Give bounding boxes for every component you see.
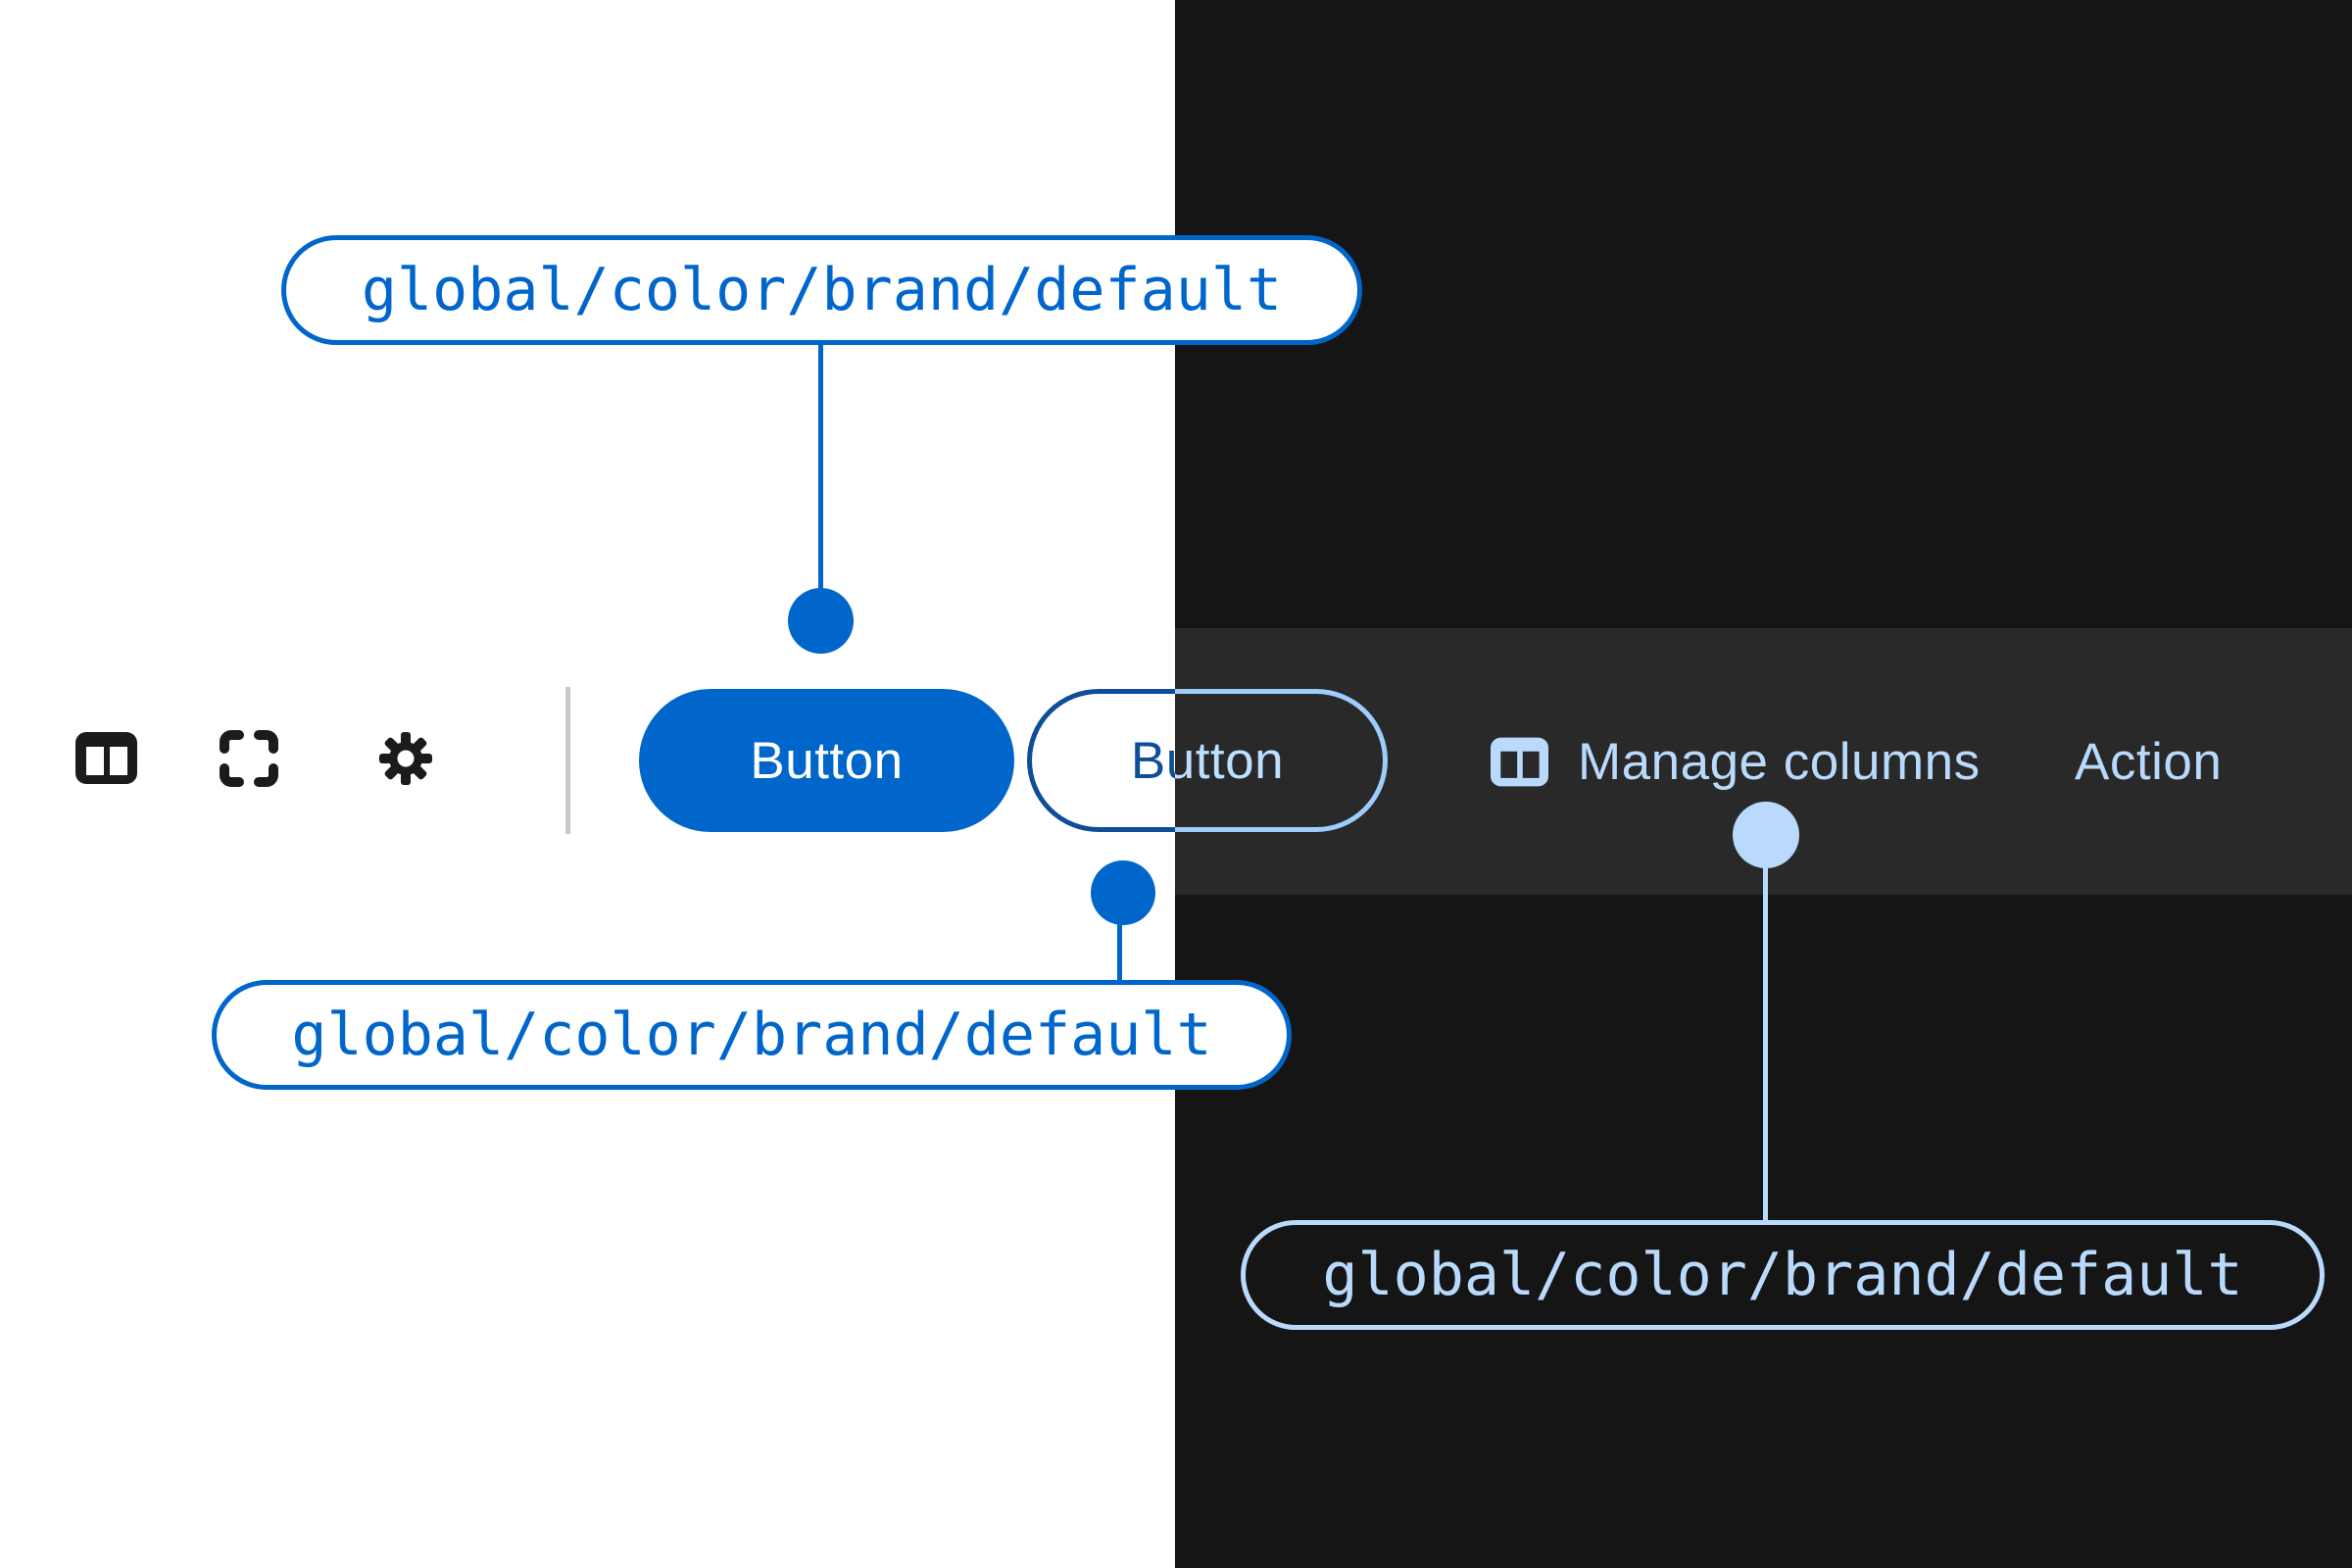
token-pill-primary: global/color/brand/default	[281, 235, 1362, 345]
gear-icon	[379, 732, 432, 785]
annotation-line-dark	[1763, 862, 1768, 1225]
secondary-button[interactable]: Button	[1027, 689, 1388, 832]
token-pill-dark: global/color/brand/default	[1241, 1220, 2325, 1330]
expand-icon	[220, 730, 278, 787]
primary-button[interactable]: Button	[639, 689, 1014, 832]
token-pill-secondary: global/color/brand/default	[212, 980, 1292, 1090]
annotation-line-primary	[818, 343, 823, 593]
toolbar-divider	[565, 687, 570, 834]
expand-icon-button[interactable]	[220, 730, 278, 787]
annotation-dot-secondary	[1091, 860, 1155, 925]
columns-icon	[75, 732, 137, 784]
action-button[interactable]: Action	[2075, 628, 2222, 895]
annotation-dot-primary	[788, 588, 854, 654]
manage-columns-label: Manage columns	[1578, 732, 1981, 791]
settings-icon-button[interactable]	[378, 731, 433, 786]
manage-columns-icon-button[interactable]	[75, 732, 137, 784]
columns-icon	[1491, 737, 1548, 786]
manage-columns-button[interactable]: Manage columns	[1491, 628, 1981, 895]
annotation-line-secondary	[1117, 919, 1122, 984]
action-label: Action	[2075, 732, 2223, 791]
annotation-dot-dark	[1733, 802, 1799, 868]
